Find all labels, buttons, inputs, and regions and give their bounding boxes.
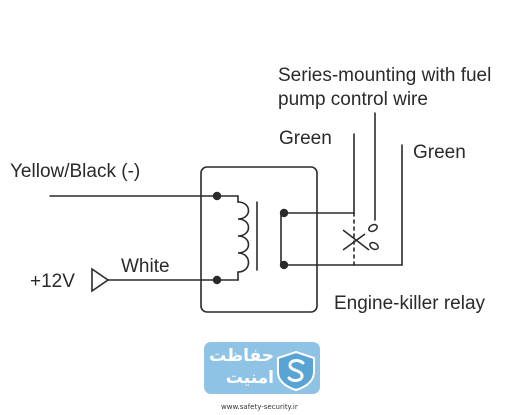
- terminal-dot: [279, 208, 289, 218]
- green-left-label: Green: [279, 128, 332, 149]
- terminal-dots: [212, 191, 289, 285]
- website-url: www.safety-security.ir: [221, 403, 298, 411]
- terminal-dot: [212, 275, 222, 285]
- logo-text-line1: حفاظت: [209, 346, 274, 366]
- engine-killer-relay-label: Engine-killer relay: [334, 293, 486, 314]
- relay-box: [200, 166, 318, 313]
- coil-icon: [237, 201, 250, 273]
- scissors-icon: [342, 223, 379, 251]
- yellow-black-label: Yellow/Black (-): [10, 161, 141, 182]
- plus12v-label: +12V: [30, 271, 75, 292]
- series-mounting-label-line1: Series-mounting with fuel: [278, 65, 492, 86]
- terminal-dot: [279, 260, 289, 270]
- white-label: White: [121, 256, 170, 277]
- triangle-terminal-icon: [91, 267, 110, 293]
- logo-text-line2: امنیت: [225, 368, 274, 388]
- green-right-label: Green: [413, 142, 466, 163]
- series-mounting-label-line2: pump control wire: [278, 89, 428, 110]
- terminal-dot: [212, 191, 222, 201]
- shield-logo-icon: [204, 342, 320, 394]
